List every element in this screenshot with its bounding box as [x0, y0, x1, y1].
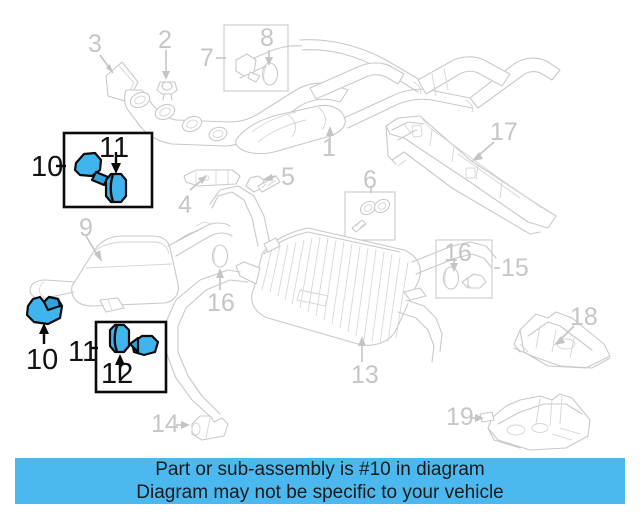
callout-19-leader [470, 414, 484, 422]
highlight-label-10-top: 10 [31, 151, 64, 183]
diagram-notice-banner: Part or sub-assembly is #10 in diagram D… [15, 458, 625, 504]
callout-label-16-left: 16 [207, 289, 235, 317]
callout-label-15: 15 [501, 254, 529, 282]
callout-label-2: 2 [158, 26, 172, 54]
highlight-label-10-bottom: 10 [26, 344, 59, 376]
callout-17-leader [472, 141, 495, 161]
callout-2-leader [162, 50, 170, 80]
part-1-front-pipe-catalytic-converter [124, 57, 561, 155]
callout-label-3: 3 [88, 30, 102, 58]
callout-5-leader [262, 174, 277, 181]
callout-14-leader [176, 421, 190, 429]
callout-label-7: 7 [200, 44, 214, 72]
part-19-heat-shield-center [479, 393, 591, 451]
inset-box-15-16 [435, 239, 493, 299]
part-9-center-muffler [29, 221, 233, 313]
callout-label-18: 18 [570, 303, 598, 331]
callout-label-1: 1 [322, 134, 336, 162]
callout-label-4: 4 [178, 191, 192, 219]
callout-label-16-box: 16 [444, 239, 472, 267]
inset-box-7-8 [223, 24, 289, 92]
highlight-part-10-top [56, 131, 154, 209]
highlight-label-11-bottom: 11 [68, 336, 99, 368]
part-4-hanger-bracket [183, 169, 241, 187]
callout-label-13: 13 [351, 361, 379, 389]
upper-exhaust-branch [235, 39, 511, 100]
banner-line-1: Part or sub-assembly is #10 in diagram [155, 459, 485, 480]
highlight-part-10-bottom [25, 295, 168, 394]
part-14-tail-pipe-tip [191, 415, 229, 441]
callout-8-leader [265, 50, 273, 66]
banner-line-2: Diagram may not be specific to your vehi… [136, 482, 504, 503]
callout-label-19: 19 [446, 403, 474, 431]
callout-label-9: 9 [79, 214, 93, 242]
callout-9-leader [85, 235, 102, 262]
part-5-mounting-bolt [245, 175, 281, 193]
callout-1-leader [326, 126, 334, 152]
highlight-label-12-bottom: 12 [101, 358, 134, 390]
part-2-oxygen-sensor [156, 81, 178, 101]
callout-label-6: 6 [363, 166, 377, 194]
part-18-heat-shield-rear [513, 311, 611, 369]
callout-label-14: 14 [151, 410, 179, 438]
callout-label-8: 8 [260, 24, 274, 52]
callout-label-17: 17 [490, 118, 518, 146]
callout-3-leader [99, 54, 114, 74]
part-16-left-rubber-mount [211, 244, 229, 268]
callout-label-5: 5 [281, 163, 295, 191]
highlight-label-11-top: 11 [99, 132, 130, 164]
callout-4-leader [189, 176, 207, 191]
callout-18-leader [554, 325, 575, 345]
callout-16-box-leader [450, 258, 458, 272]
part-17-heat-shield-front [385, 115, 557, 235]
inset-box-6 [344, 191, 396, 241]
callout-13-leader [358, 336, 366, 362]
